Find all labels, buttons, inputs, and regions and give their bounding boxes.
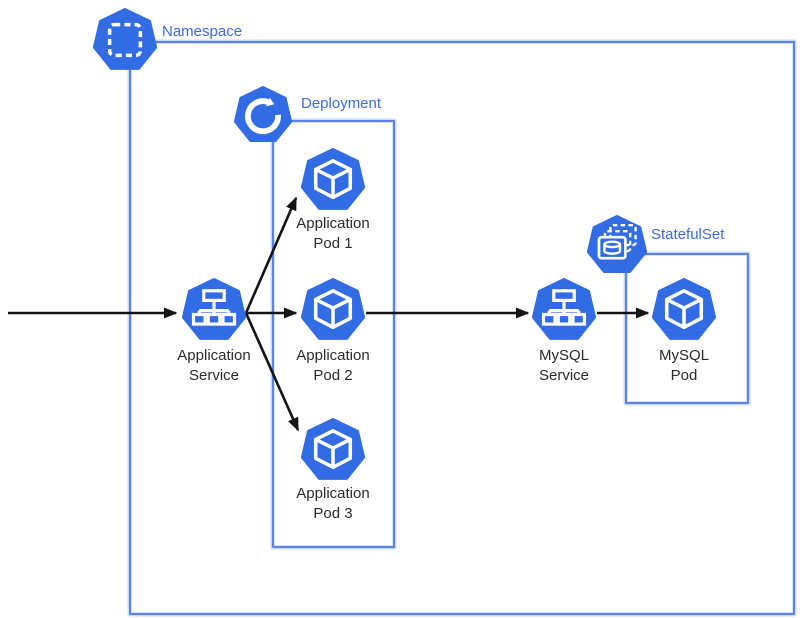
namespace-boundary [129,41,795,615]
app-pod-1-label-line2: Pod 1 [313,235,353,252]
app-pod-3-label: Application Pod 3 [263,484,403,524]
mysql-pod-label-line2: Pod [670,367,698,384]
mysql-service-label-line1: MySQL [538,347,589,364]
mysql-service-label-line2: Service [538,367,590,384]
app-service-label-line1: Application [177,347,251,364]
app-pod-1-label: Application Pod 1 [263,214,403,254]
pod-icon [301,148,365,210]
namespace-label: Namespace [162,23,243,40]
app-pod-2-label-line1: Application [296,347,370,364]
deployment-label: Deployment [301,95,382,112]
statefulset-boundary [625,253,749,404]
edge-app-service-to-pod-3 [244,312,300,432]
pod-icon [652,278,716,340]
pod-icon [301,418,365,480]
app-pod-2-label: Application Pod 2 [263,346,403,386]
app-pod-2-label-line2: Pod 2 [313,367,353,384]
app-service-label-line2: Service [188,367,240,384]
app-service-label: Application Service [144,346,284,386]
app-pod-1-label-line1: Application [296,215,370,232]
statefulset-label: StatefulSet [651,226,725,243]
pod-icon [301,278,365,340]
edge-app-service-to-pod-1 [244,196,298,314]
statefulset-icon [587,215,647,273]
app-pod-3-label-line1: Application [296,485,370,502]
service-icon [182,278,246,340]
service-icon [532,278,596,340]
mysql-pod-label: MySQL Pod [614,346,754,386]
namespace-icon [93,8,157,70]
mysql-service-label: MySQL Service [494,346,634,386]
mysql-pod-label-line1: MySQL [658,347,709,364]
deployment-icon [234,86,292,143]
deployment-boundary [272,120,395,548]
app-pod-3-label-line2: Pod 3 [313,505,353,522]
